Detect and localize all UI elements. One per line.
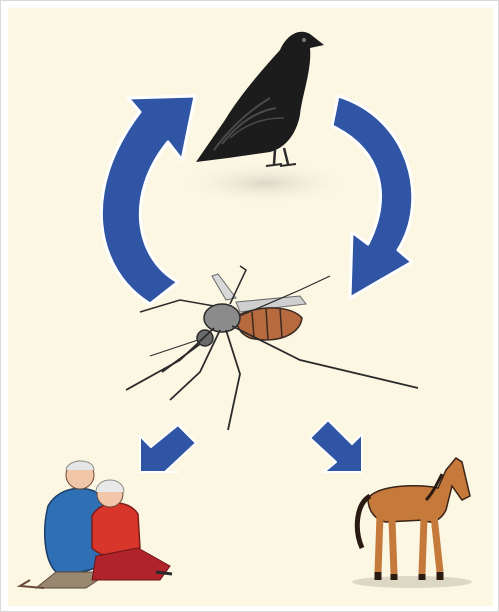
cycle-arrow-right bbox=[332, 96, 413, 298]
horse-icon bbox=[352, 458, 472, 588]
mosquito-icon bbox=[126, 266, 418, 430]
arrow-to-horse bbox=[310, 420, 362, 472]
elderly-couple-icon bbox=[20, 461, 172, 588]
cycle-arrow-left bbox=[101, 96, 195, 304]
arrow-to-humans bbox=[140, 425, 196, 472]
crow-icon bbox=[175, 32, 355, 205]
